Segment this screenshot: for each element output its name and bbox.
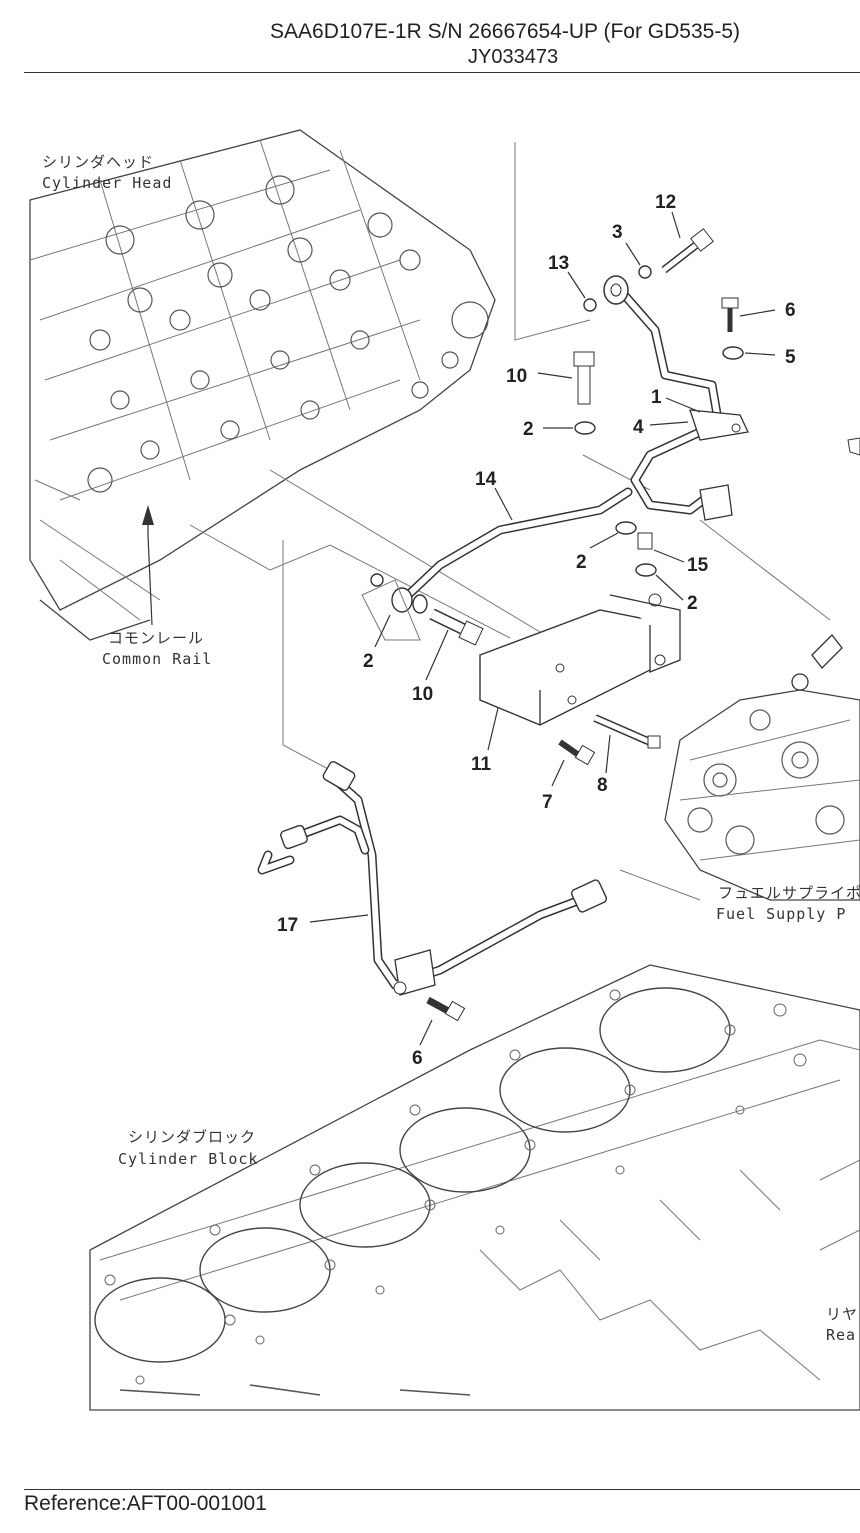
header-divider — [24, 72, 860, 73]
rear-label-en: Rea — [826, 1326, 856, 1344]
cylinder-head-label-en: Cylinder Head — [42, 174, 172, 192]
callout-17: 17 — [277, 915, 298, 936]
bracket-11 — [479, 593, 681, 726]
footer-divider — [24, 1489, 860, 1490]
cylinder-block-drawing — [89, 964, 860, 1411]
common-rail-label-en: Common Rail — [102, 650, 212, 668]
callout-leaders — [309, 211, 776, 1046]
callout-10-top: 10 — [506, 366, 527, 387]
callout-3: 3 — [612, 222, 623, 243]
bolt-6-lower — [426, 996, 466, 1022]
guide-lines — [189, 142, 831, 901]
cylinder-block-label-jp: シリンダブロック — [128, 1128, 256, 1146]
callout-12: 12 — [655, 192, 676, 213]
bolt-10-lower — [429, 608, 484, 646]
upper-fuel-pipe — [603, 275, 749, 521]
fuel-pipe-14 — [391, 487, 633, 614]
callout-2-c: 2 — [687, 593, 698, 614]
callout-1: 1 — [651, 387, 662, 408]
bolt-7 — [558, 739, 596, 766]
callout-2-a: 2 — [523, 419, 534, 440]
callout-10-lower: 10 — [412, 684, 433, 705]
callout-2-d: 2 — [363, 651, 374, 672]
fuel-pipe-17 — [257, 761, 608, 996]
callout-8: 8 — [597, 775, 608, 796]
plug-15 — [637, 532, 653, 550]
washer-2d-a — [370, 573, 384, 587]
washer-13 — [583, 298, 597, 312]
rear-label-jp: リヤ — [826, 1305, 858, 1323]
bolt-8 — [593, 714, 661, 749]
callout-11: 11 — [471, 754, 492, 775]
callout-13: 13 — [548, 253, 569, 274]
washer-2c — [635, 563, 657, 577]
cylinder-head-label-jp: シリンダヘッド — [42, 153, 154, 171]
model-line: SAA6D107E-1R S/N 26667654-UP (For GD535-… — [270, 20, 741, 43]
reference-text: Reference:AFT00-001001 — [24, 1492, 267, 1515]
washer-3 — [638, 265, 652, 279]
callout-4: 4 — [633, 417, 644, 438]
callout-5: 5 — [785, 347, 796, 368]
bolt-6-top — [721, 297, 739, 332]
callout-15: 15 — [687, 555, 709, 576]
common-rail-label-jp: コモンレール — [108, 629, 204, 647]
washer-2b — [615, 521, 637, 535]
callout-6-lower: 6 — [412, 1048, 423, 1069]
callout-14: 14 — [475, 469, 497, 490]
washer-5 — [722, 346, 744, 360]
callout-2-b: 2 — [576, 552, 587, 573]
cylinder-block-label-en: Cylinder Block — [118, 1150, 258, 1168]
callout-6-top: 6 — [785, 300, 796, 321]
bolt-12 — [661, 228, 714, 274]
fuel-supply-label-jp: フュエルサプライポ — [718, 884, 860, 902]
part-code: JY033473 — [468, 46, 559, 68]
fuel-supply-pump-drawing — [664, 437, 860, 901]
fuel-supply-label-en: Fuel Supply P — [716, 905, 846, 923]
callout-7: 7 — [542, 792, 553, 813]
washer-2a — [574, 421, 596, 435]
bolt-10-top — [573, 351, 595, 405]
cylinder-head-drawing — [29, 129, 496, 641]
